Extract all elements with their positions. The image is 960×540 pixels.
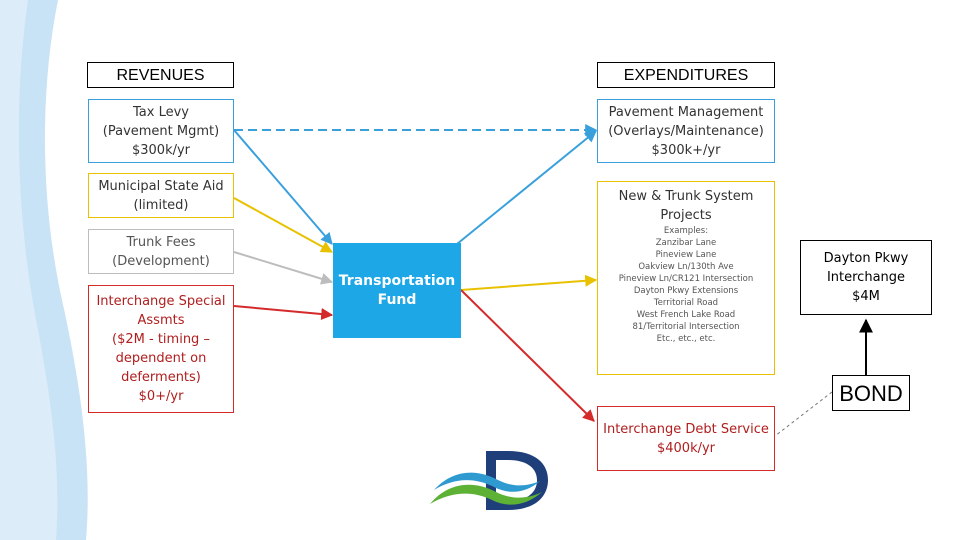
arrow-interchange-to-fund	[233, 305, 334, 320]
trunk-projects-title-2: Projects	[660, 208, 712, 223]
trunk-projects-title-1: New & Trunk System	[618, 189, 754, 204]
dayton-line-1: Dayton Pkwy	[823, 251, 909, 266]
arrow-taxlevy-to-fund	[233, 129, 333, 245]
arrow-msa-to-fund	[233, 197, 334, 253]
debt-title: Interchange Debt Service	[603, 421, 769, 437]
dayton-line-2: Interchange	[826, 270, 906, 285]
arrow-fund-to-debt	[460, 289, 595, 422]
msa-note: (limited)	[133, 197, 189, 213]
trunk-fees-title: Trunk Fees	[126, 234, 196, 250]
interchange-line-2: Assmts	[137, 313, 185, 328]
dayton-pkwy-interchange-box: Dayton Pkwy Interchange $4M	[800, 240, 932, 315]
tax-levy-amount: $300k/yr	[131, 142, 191, 158]
pavement-purpose: (Overlays/Maintenance)	[608, 123, 764, 139]
msa-title: Municipal State Aid	[98, 178, 224, 194]
trunk-fees-note: (Development)	[112, 253, 210, 269]
revenues-header: REVENUES	[87, 62, 234, 88]
tax-levy-box: Tax Levy (Pavement Mgmt) $300k/yr	[88, 99, 234, 163]
pavement-title: Pavement Management	[608, 104, 764, 120]
fund-line-1: Transportation	[338, 272, 456, 289]
interchange-line-5: deferments)	[121, 370, 201, 385]
interchange-line-3: ($2M - timing –	[112, 332, 210, 347]
tax-levy-title: Tax Levy	[133, 104, 189, 120]
example-3: Pineview Lane	[655, 250, 717, 260]
trunk-fees-box: Trunk Fees (Development)	[88, 229, 234, 274]
example-9: 81/Territorial Intersection	[632, 322, 740, 332]
interchange-line-4: dependent on	[115, 351, 207, 366]
city-d-logo	[430, 451, 548, 510]
example-1: Examples:	[663, 226, 709, 236]
interchange-line-6: $0+/yr	[138, 389, 184, 404]
pavement-amount: $300k+/yr	[651, 142, 721, 158]
expenditures-header-label: EXPENDITURES	[623, 66, 749, 84]
example-2: Zanzibar Lane	[655, 238, 717, 248]
bond-box: BOND	[832, 375, 910, 411]
fund-line-2: Fund	[377, 291, 417, 308]
example-4: Oakview Ln/130th Ave	[638, 262, 734, 272]
example-7: Territorial Road	[653, 298, 719, 308]
debt-amount: $400k/yr	[656, 440, 716, 456]
expenditures-header: EXPENDITURES	[597, 62, 775, 88]
example-6: Dayton Pkwy Extensions	[633, 286, 739, 296]
bond-label: BOND	[839, 380, 903, 406]
trunk-system-projects-box: New & Trunk System Projects Examples: Za…	[597, 181, 775, 375]
dashed-bond-to-debt	[774, 391, 833, 437]
example-5: Pineview Ln/CR121 Intersection	[618, 274, 754, 284]
background-wave-decoration	[0, 0, 88, 540]
arrow-fund-to-trunk	[460, 274, 598, 291]
municipal-state-aid-box: Municipal State Aid (limited)	[88, 173, 234, 218]
arrow-trunkfees-to-fund	[233, 251, 334, 285]
interchange-debt-service-box: Interchange Debt Service $400k/yr	[597, 406, 775, 471]
interchange-special-assessments-box: Interchange Special Assmts ($2M - timing…	[88, 285, 234, 413]
example-10: Etc., etc., etc.	[656, 334, 716, 344]
arrow-fund-to-pavement	[456, 130, 597, 245]
example-8: West French Lake Road	[636, 310, 736, 320]
revenues-header-label: REVENUES	[116, 66, 205, 84]
interchange-line-1: Interchange Special	[96, 294, 226, 309]
dayton-line-3: $4M	[852, 289, 880, 304]
pavement-management-box: Pavement Management (Overlays/Maintenanc…	[597, 99, 775, 163]
transportation-fund-box: Transportation Fund	[333, 243, 461, 338]
tax-levy-purpose: (Pavement Mgmt)	[102, 123, 220, 139]
